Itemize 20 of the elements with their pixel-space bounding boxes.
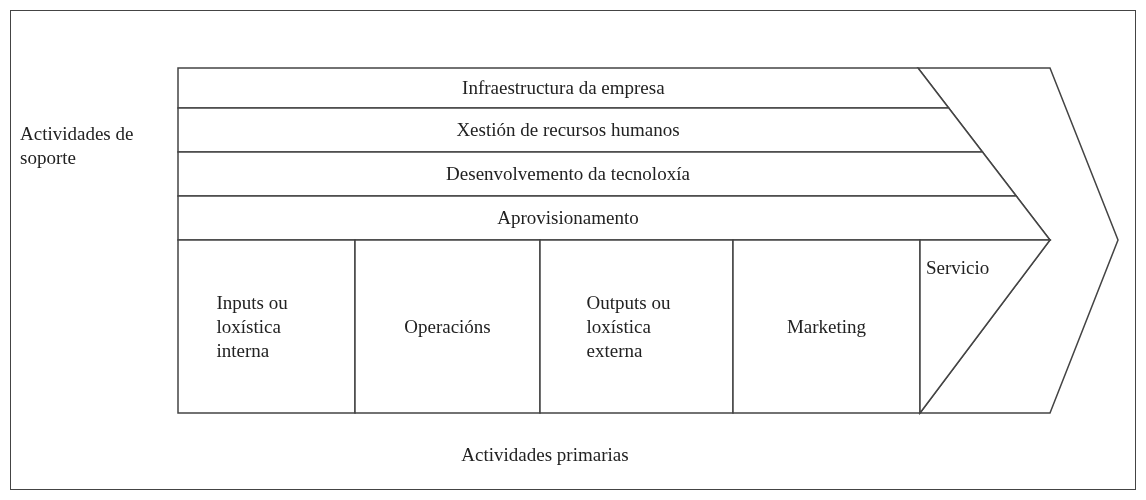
activity-label: Operacións	[404, 314, 491, 339]
primary-activities-label: Actividades primarias	[460, 443, 630, 467]
activity-label: Marketing	[786, 314, 867, 339]
primary-activity-box	[733, 240, 920, 413]
support-activity-band	[178, 152, 1017, 196]
activity-label: Inputs ou loxística interna	[216, 290, 289, 363]
primary-activity-box	[355, 240, 540, 413]
support-activity-band	[178, 108, 983, 152]
activity-label: Xestión de recursos humanos	[455, 118, 681, 142]
service-triangle	[920, 240, 1050, 413]
primary-activity-box	[178, 240, 355, 413]
support-activity-band	[178, 68, 949, 108]
primary-activity-box	[540, 240, 733, 413]
activity-label: Aprovisionamento	[496, 206, 640, 230]
activity-label: Desenvolvemento da tecnoloxía	[445, 162, 691, 186]
support-activities-label: Actividades de soporte	[20, 122, 135, 170]
activity-label: Servicio	[926, 256, 990, 280]
activity-label: Outputs ou loxística externa	[586, 290, 672, 363]
support-activity-band	[178, 196, 1050, 240]
activity-label: Infraestructura da empresa	[461, 76, 666, 100]
